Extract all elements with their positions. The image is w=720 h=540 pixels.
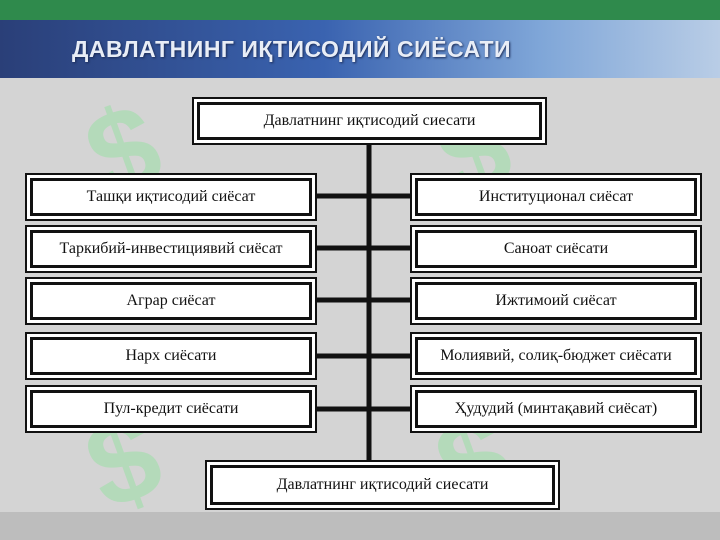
left-box-5: Пул-кредит сиёсати	[27, 387, 315, 431]
left-box-1: Ташқи иқтисодий сиёсат	[27, 175, 315, 219]
left-box-2: Таркибий-инвестициявий сиёсат	[27, 227, 315, 271]
right-box-5: Ҳудудий (минтақавий сиёсат)	[412, 387, 700, 431]
top-box: Давлатнинг иқтисодий сиесати	[194, 99, 545, 143]
right-box-3: Ижтимоий сиёсат	[412, 279, 700, 323]
slide-title: ДАВЛАТНИНГ ИҚТИСОДИЙ СИЁСАТИ	[72, 36, 512, 62]
slide-header	[0, 20, 720, 78]
top-accent-strip	[0, 0, 720, 20]
slide-footer	[0, 512, 720, 540]
right-box-2: Саноат сиёсати	[412, 227, 700, 271]
right-box-4: Молиявий, солиқ-бюджет сиёсати	[412, 334, 700, 378]
left-box-3: Аграр сиёсат	[27, 279, 315, 323]
left-box-4: Нарх сиёсати	[27, 334, 315, 378]
right-box-1: Институционал сиёсат	[412, 175, 700, 219]
bottom-box: Давлатнинг иқтисодий сиесати	[207, 462, 558, 508]
